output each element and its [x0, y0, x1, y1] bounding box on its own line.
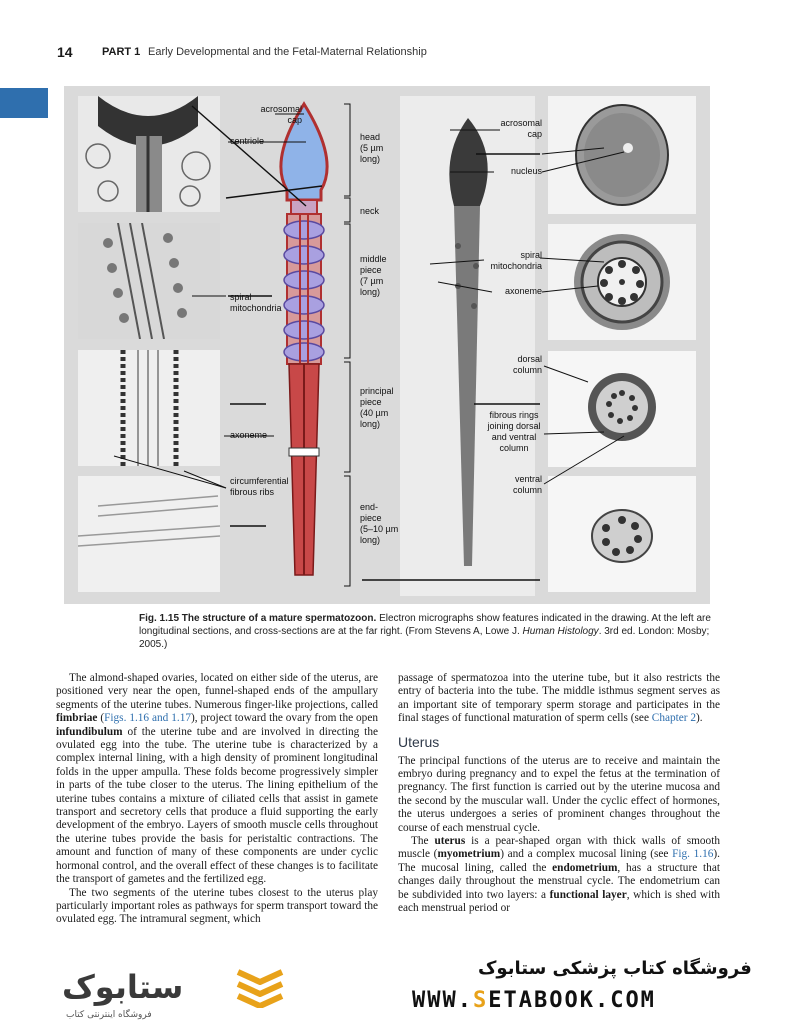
paragraph: The two segments of the uterine tubes cl… [56, 886, 378, 926]
term-myometrium: myometrium [437, 848, 501, 861]
label-head: head (5 µm long) [360, 132, 384, 164]
term-infundibulum: infundibulum [56, 725, 123, 738]
text-run: , has a structure that changes daily thr… [398, 861, 720, 901]
store-logo: ستابوک [62, 968, 184, 1006]
text-run: The almond-shaped ovaries, located on ei… [56, 672, 378, 711]
spermatozoon-drawing [269, 100, 339, 600]
text-run: , which is shed with each menstrual peri… [398, 888, 720, 915]
store-logo-icon [236, 969, 284, 1008]
text-run: The [411, 835, 435, 848]
label-nucleus: nucleus [510, 166, 542, 176]
label-middle-piece: middle piece (7 µm long) [360, 254, 387, 297]
figure-ref-link[interactable]: Fig. 1.16 [672, 848, 714, 861]
right-text-column: passage of spermatozoa into the uterine … [398, 672, 720, 916]
label-spiral-mitochondria-left: spiral mitochondria [230, 292, 282, 313]
url-highlight: S [472, 988, 489, 1013]
section-heading: Uterus [398, 733, 440, 750]
micrograph-head-cross [548, 96, 696, 214]
micrograph-principal-longitudinal [78, 350, 220, 466]
micrograph-whole-sperm [400, 96, 535, 596]
paragraph: The almond-shaped ovaries, located on ei… [56, 672, 378, 886]
store-url[interactable]: WWW.SETABOOK.COM [412, 988, 656, 1013]
text-run: ). The mucosal lining, called the [398, 848, 720, 874]
label-principal-piece: principal piece (40 µm long) [360, 386, 394, 429]
paragraph: passage of spermatozoa into the uterine … [398, 672, 720, 726]
url-part: ETABOOK.COM [488, 988, 656, 1013]
store-name: فروشگاه کتاب پزشکی ستابوک [478, 958, 752, 979]
term-fimbriae: fimbriae [56, 712, 98, 725]
label-end-piece: end- piece (5–10 µm long) [360, 502, 399, 545]
store-logo-subtitle: فروشگاه اینترنتی کتاب [66, 1010, 152, 1020]
caption-title: The structure of a mature spermatozoon. [181, 613, 377, 624]
part-label: PART 1 [102, 46, 141, 58]
figure-caption: Fig. 1.15 The structure of a mature sper… [139, 612, 719, 651]
text-run: ). [696, 712, 703, 725]
label-acrosomal-cap-right: acrosomal cap [500, 118, 542, 139]
text-run: passage of spermatozoa into the uterine … [398, 672, 720, 725]
micrograph-end-longitudinal [78, 476, 220, 592]
chapter-ref-link[interactable]: Chapter 2 [651, 712, 697, 725]
label-ventral-column: ventral column [512, 474, 542, 495]
page-number: 14 [57, 44, 73, 60]
micrograph-middle-cross [548, 224, 696, 340]
caption-label: Fig. 1.15 [139, 613, 180, 624]
label-axoneme-right: axoneme [504, 286, 542, 296]
text-run: ) and a complex mucosal lining (see [500, 848, 673, 861]
url-part: WWW. [412, 988, 473, 1013]
label-fibrous-rings: fibrous rings joining dorsal and ventral… [487, 410, 541, 453]
caption-source-rest: . 3rd ed. London: Mosby; 2005.) [139, 626, 710, 650]
figure-leader-lines [113, 103, 625, 587]
label-axoneme-left: axoneme [230, 430, 268, 440]
watermark-banner: ستابوک فروشگاه اینترنتی کتاب فروشگاه کتا… [0, 938, 797, 1023]
label-centriole: centriole [230, 136, 265, 146]
left-text-column: The almond-shaped ovaries, located on ei… [56, 672, 378, 927]
term-uterus: uterus [434, 835, 466, 848]
label-spiral-mitochondria-right: spiral mitochondria [490, 250, 542, 271]
micrograph-middle-longitudinal [78, 223, 220, 339]
micrograph-head-longitudinal [78, 96, 220, 212]
paragraph: The principal functions of the uterus ar… [398, 754, 720, 834]
caption-source-title: Human Histology [522, 626, 599, 637]
figure-spermatozoon: acrosomal cap centriole head (5 µm long)… [64, 86, 710, 604]
micrograph-end-cross [548, 476, 696, 592]
figure-ref-link[interactable]: Figs. 1.16 and 1.17 [104, 712, 191, 725]
text-run: of the uterine tube and are involved in … [56, 725, 378, 886]
text-run: is a pear-shaped organ with thick walls … [398, 835, 720, 861]
term-functional-layer: functional layer [549, 888, 627, 901]
label-acrosomal-cap-left: acrosomal cap [260, 104, 302, 125]
text-run: ), project toward the ovary from the ope… [191, 712, 378, 725]
running-head: Early Developmental and the Fetal-Matern… [148, 46, 427, 58]
term-endometrium: endometrium [552, 861, 618, 874]
chapter-tab-marker [0, 88, 48, 118]
paragraph: The uterus is a pear-shaped organ with t… [398, 835, 720, 915]
micrograph-principal-cross [548, 351, 696, 467]
label-circumferential-fibrous-ribs: circumferential fibrous ribs [230, 476, 289, 497]
label-neck: neck [360, 206, 380, 216]
caption-text: Electron micrographs show features indic… [139, 613, 711, 637]
label-dorsal-column: dorsal column [512, 354, 542, 375]
